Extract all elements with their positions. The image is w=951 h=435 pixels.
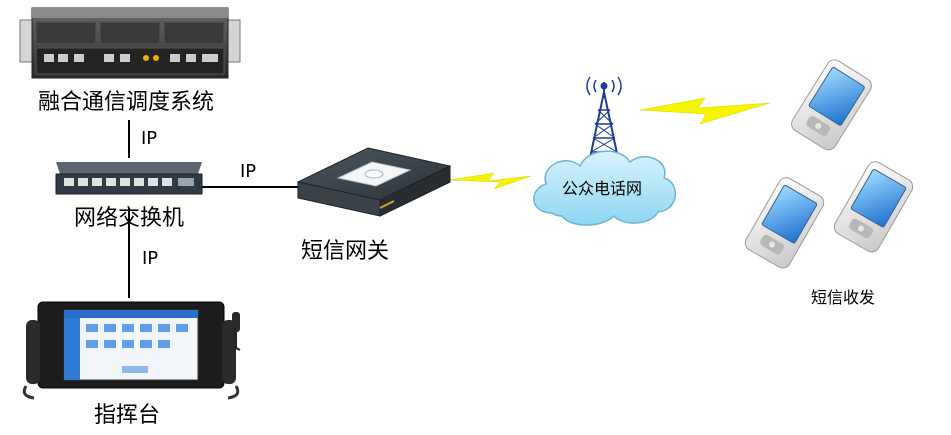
sms-gateway-label: 短信网关 — [301, 239, 390, 264]
mobile-phone-left-icon — [744, 177, 825, 269]
command-console-icon — [22, 301, 241, 400]
dispatch-server-icon — [19, 7, 241, 79]
pstn-label: 公众电话网 — [562, 179, 643, 198]
network-switch-icon — [55, 162, 203, 195]
mobile-phone-top-icon — [791, 59, 872, 151]
link-ip-label-1: IP — [141, 128, 158, 149]
mobile-phone-right-icon — [833, 161, 914, 253]
switch-label: 网络交换机 — [74, 206, 185, 231]
lightning-tower-phone-icon — [639, 97, 771, 125]
lightning-gateway-pstn-icon — [449, 172, 532, 190]
dispatch-system-label: 融合通信调度系统 — [38, 90, 215, 115]
cell-tower-icon — [586, 76, 622, 159]
sms-gateway-icon — [296, 147, 452, 217]
phones-label: 短信收发 — [811, 288, 876, 307]
console-label: 指挥台 — [94, 403, 161, 428]
link-ip-label-2: IP — [142, 248, 159, 269]
pstn-cloud-icon — [533, 150, 677, 226]
link-ip-label-3: IP — [240, 161, 257, 182]
